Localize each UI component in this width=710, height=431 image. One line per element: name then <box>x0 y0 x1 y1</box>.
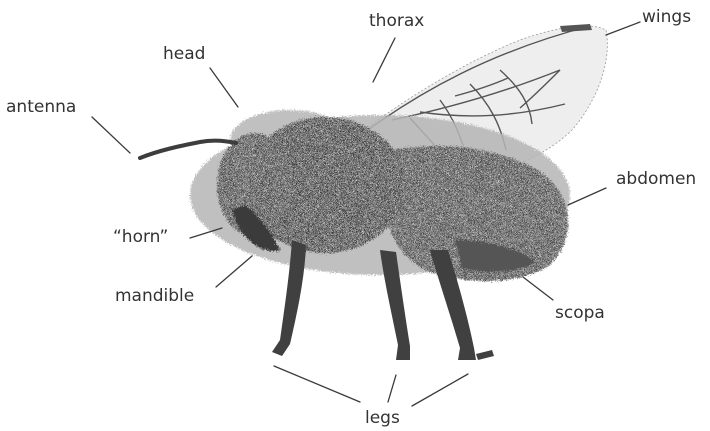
label-wings: wings <box>642 7 691 27</box>
leg-hind-tip <box>476 350 494 360</box>
leader-abdomen <box>568 188 606 205</box>
label-horn: “horn” <box>113 227 168 247</box>
label-legs: legs <box>365 408 400 428</box>
label-mandible: mandible <box>115 286 194 306</box>
label-head: head <box>163 44 205 64</box>
label-thorax: thorax <box>369 11 424 31</box>
label-scopa: scopa <box>555 303 605 323</box>
label-antenna: antenna <box>6 97 76 117</box>
leader-wings <box>606 22 640 35</box>
leader-mandible <box>216 256 252 287</box>
leader-head <box>210 68 238 107</box>
label-abdomen: abdomen <box>616 169 696 189</box>
bee-illustration <box>140 24 607 360</box>
leader-legs-right <box>412 374 468 406</box>
leader-thorax <box>373 38 395 82</box>
leader-scopa <box>523 277 553 300</box>
leader-legs-middle <box>388 375 396 402</box>
leader-legs-left <box>274 366 360 402</box>
leader-antenna <box>92 117 130 153</box>
